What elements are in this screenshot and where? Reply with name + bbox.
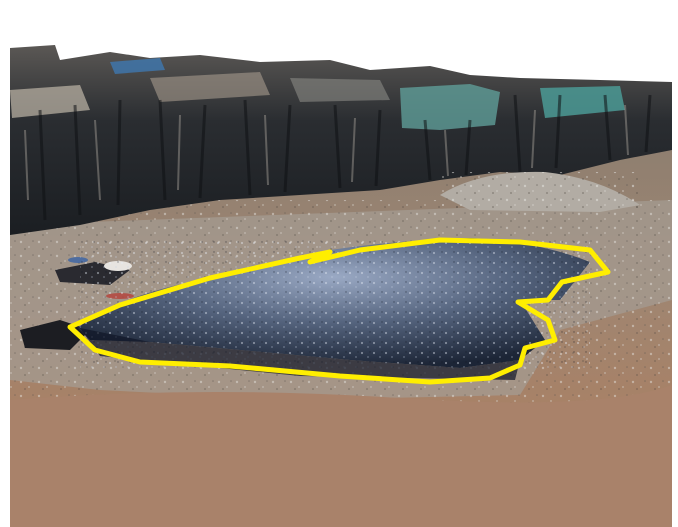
wall-streaks	[38, 94, 652, 221]
roof-light-1	[10, 85, 90, 118]
tarp-teal-1	[400, 84, 500, 130]
mound-shadow	[80, 328, 520, 380]
tarp-teal-2	[540, 86, 625, 118]
foreground-soil	[10, 385, 672, 527]
gravel-pile-texture	[440, 172, 640, 212]
roof-light-2	[150, 72, 270, 102]
roof-light-3	[290, 78, 390, 102]
yellow-boundary-outline	[67, 237, 611, 385]
tarp-blue	[110, 58, 165, 74]
wall-light-streaks	[24, 104, 629, 201]
